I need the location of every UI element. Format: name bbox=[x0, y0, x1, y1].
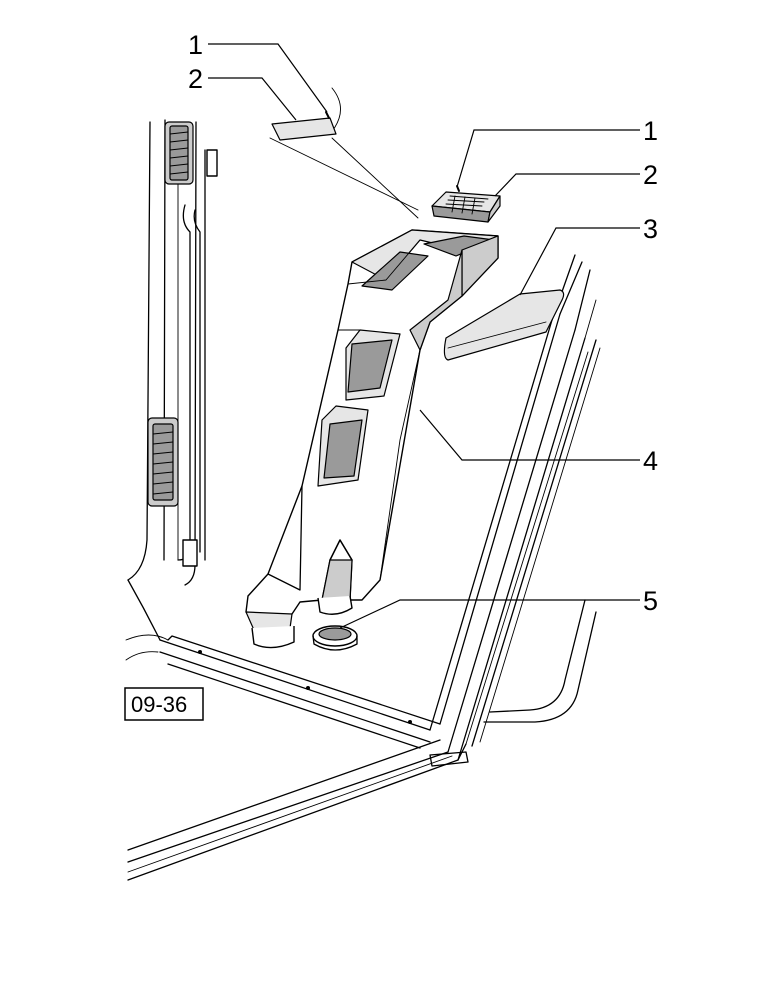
callout-2-top: 2 bbox=[188, 64, 203, 94]
reference-label: 09-36 bbox=[131, 692, 187, 717]
vent-grille-part bbox=[431, 185, 501, 223]
air-duct-part bbox=[245, 229, 499, 649]
callout-1-top: 1 bbox=[188, 30, 203, 60]
detail-inset bbox=[269, 87, 419, 219]
ring-seal-part bbox=[312, 625, 358, 651]
callout-4: 4 bbox=[643, 446, 658, 476]
callout-2-right: 2 bbox=[643, 160, 658, 190]
callout-labels: 1 2 1 2 3 4 5 bbox=[188, 30, 658, 616]
inset-screw bbox=[325, 111, 330, 119]
leader-lines bbox=[208, 43, 640, 629]
cab-frame bbox=[125, 119, 601, 881]
callout-5: 5 bbox=[643, 586, 658, 616]
callout-3: 3 bbox=[643, 214, 658, 244]
lower-pillar-vent bbox=[147, 417, 179, 507]
upper-pillar-vent bbox=[164, 121, 194, 185]
reference-box: 09-36 bbox=[124, 687, 204, 721]
inset-cover-plate bbox=[271, 117, 337, 141]
callout-1-right: 1 bbox=[643, 116, 658, 146]
seal-panel-part bbox=[443, 289, 565, 361]
